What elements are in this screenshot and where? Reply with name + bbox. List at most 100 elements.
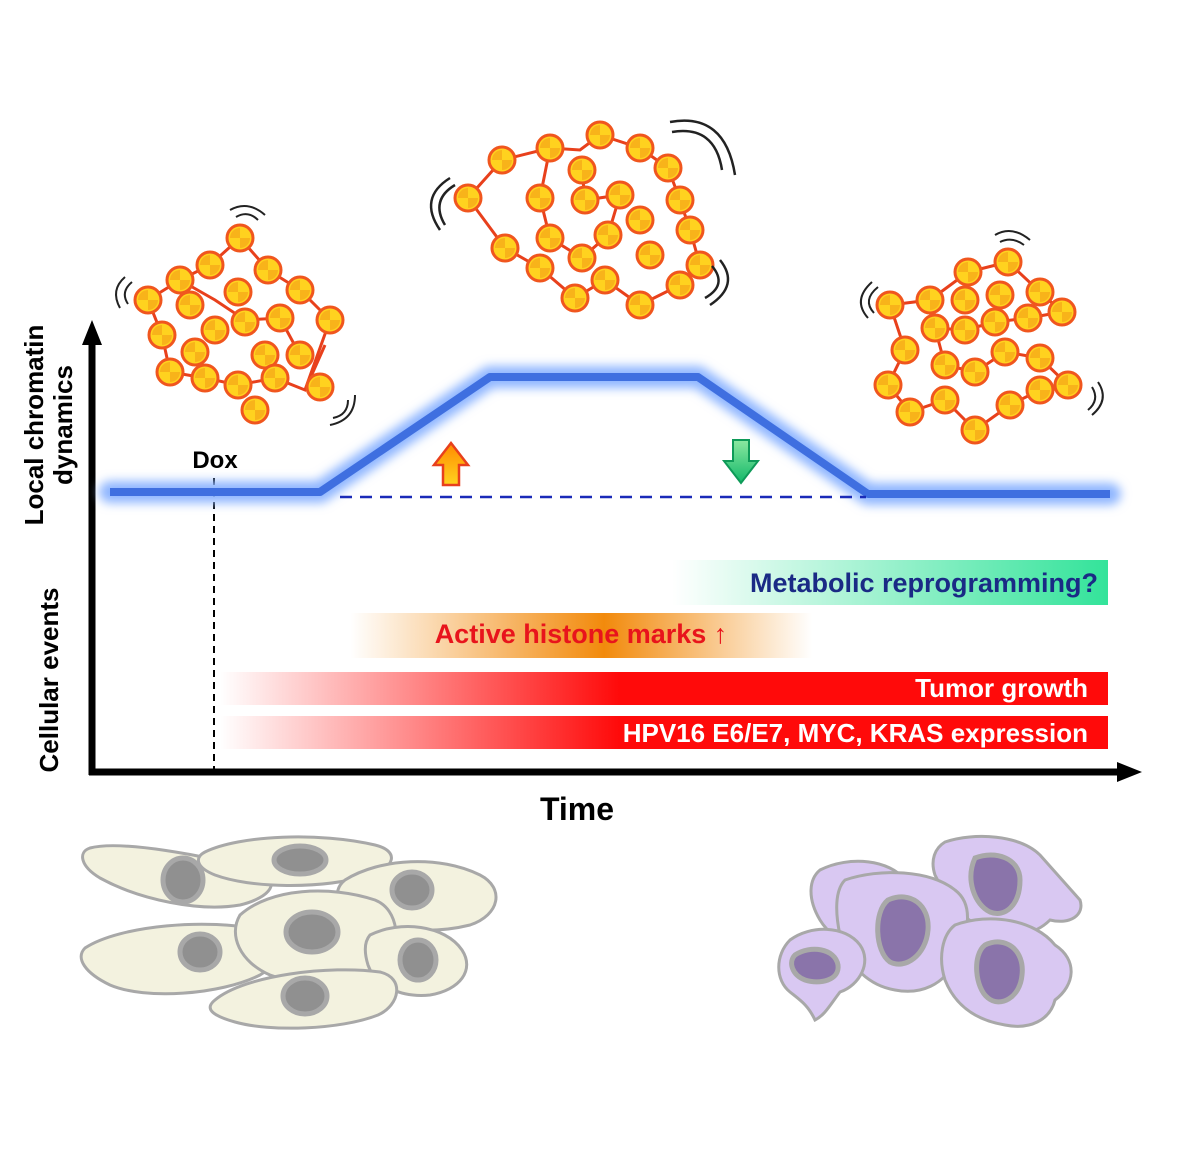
chromatin-bead [1053, 370, 1083, 400]
motion-arc-icon [229, 205, 266, 216]
x-axis-label: Time [540, 791, 614, 827]
chromatin-bead [625, 205, 655, 235]
y-axis-label-line2: dynamics [48, 365, 78, 485]
chromatin-bead [915, 285, 945, 315]
down-arrow-icon [721, 439, 761, 485]
chromatin-bead [685, 250, 715, 280]
bead-group [453, 120, 715, 320]
chromatin-bead [567, 155, 597, 185]
chromatin-bead [535, 223, 565, 253]
motion-arc-icon [709, 259, 730, 307]
chromatin-bead [453, 183, 483, 213]
chromatin-cluster-open-middle [429, 119, 737, 320]
motion-arc-icon [123, 281, 133, 305]
chromatin-bead [960, 415, 990, 445]
motion-arc-icon [704, 265, 720, 300]
chromatin-bead [590, 265, 620, 295]
normal-nucleus [397, 937, 439, 983]
chromatin-bead [920, 313, 950, 343]
chromatin-bead [285, 275, 315, 305]
x-axis-arrowhead [1117, 762, 1142, 782]
chromatin-bead [895, 397, 925, 427]
chromatin-bead [653, 153, 683, 183]
chromatin-cluster-compact-left [115, 205, 356, 426]
chromatin-bead [665, 270, 695, 300]
chromatin-bead [165, 265, 195, 295]
chromatin-bead [190, 363, 220, 393]
motion-arc-icon [999, 238, 1025, 246]
chromatin-bead [1025, 375, 1055, 405]
up-arrow-icon [431, 440, 471, 487]
motion-arc-icon [329, 394, 356, 426]
chromatin-bead [953, 257, 983, 287]
motion-arc-icon [994, 230, 1031, 241]
normal-nucleus [160, 855, 206, 905]
chromatin-bead [985, 280, 1015, 310]
chromatin-bead [873, 370, 903, 400]
metabolic-band [672, 560, 1108, 605]
expression-band [220, 716, 1108, 749]
motion-arc-icon [671, 129, 724, 171]
chromatin-bead [250, 340, 280, 370]
chromatin-bead [265, 303, 295, 333]
chromatin-bead [930, 385, 960, 415]
dox-marker: Dox [192, 447, 238, 770]
chromatin-bead [990, 337, 1020, 367]
chromatin-bead [253, 255, 283, 285]
motion-arc-icon [235, 213, 259, 221]
chromatin-bead [585, 120, 615, 150]
motion-arc-icon [860, 281, 873, 319]
chromatin-bead [1025, 277, 1055, 307]
motion-arc-icon [438, 183, 456, 226]
chromatin-bead [305, 372, 335, 402]
normal-nucleus [280, 975, 330, 1017]
chromatin-bead [1047, 297, 1077, 327]
bead-group [873, 247, 1083, 445]
normal-nucleus [177, 931, 223, 973]
chromatin-bead [240, 395, 270, 425]
chromatin-bead [525, 183, 555, 213]
chromatin-bead [567, 243, 597, 273]
chromatin-bead [525, 253, 555, 283]
motion-arc-icon [867, 286, 879, 314]
chromatin-bead [605, 180, 635, 210]
motion-arc-icon [1087, 386, 1097, 411]
chromatin-bead [675, 215, 705, 245]
chromatin-bead [223, 370, 253, 400]
tumor-nucleus [974, 939, 1025, 1005]
chromatin-bead [1013, 303, 1043, 333]
motion-arc-icon [429, 176, 451, 231]
chromatin-bead [490, 233, 520, 263]
chromatin-bead [1025, 343, 1055, 373]
histone-label: Active histone marks ↑ [435, 619, 728, 649]
chromatin-bead [593, 220, 623, 250]
tumor-nucleus [875, 894, 931, 967]
axes: Local chromatin dynamics Cellular events… [19, 320, 1142, 827]
motion-arc-icon [669, 119, 737, 176]
chromatin-bead [625, 290, 655, 320]
chromatin-bead [950, 315, 980, 345]
chromatin-bead [930, 350, 960, 380]
chromatin-bead [960, 357, 990, 387]
chromatin-bead [223, 277, 253, 307]
chromatin-bead [570, 185, 600, 215]
expression-label: HPV16 E6/E7, MYC, KRAS expression [623, 718, 1088, 748]
tumor-cells-illustration [777, 834, 1083, 1028]
chromatin-bead [665, 185, 695, 215]
chromatin-bead [133, 285, 163, 315]
chromatin-bead [175, 290, 205, 320]
cellular-events: Metabolic reprogramming? Active histone … [220, 560, 1108, 749]
chromatin-bead [260, 363, 290, 393]
chromatin-bead [155, 357, 185, 387]
bead-group [133, 223, 345, 425]
chromatin-cluster-compact-right [860, 230, 1104, 445]
histone-band [350, 613, 812, 658]
chromatin-bead [225, 223, 255, 253]
chromatin-bead [195, 250, 225, 280]
chromatin-bead [315, 305, 345, 335]
chromatin-bead [890, 335, 920, 365]
chromatin-bead [200, 315, 230, 345]
chromatin-bead [180, 337, 210, 367]
normal-nucleus [389, 869, 435, 911]
